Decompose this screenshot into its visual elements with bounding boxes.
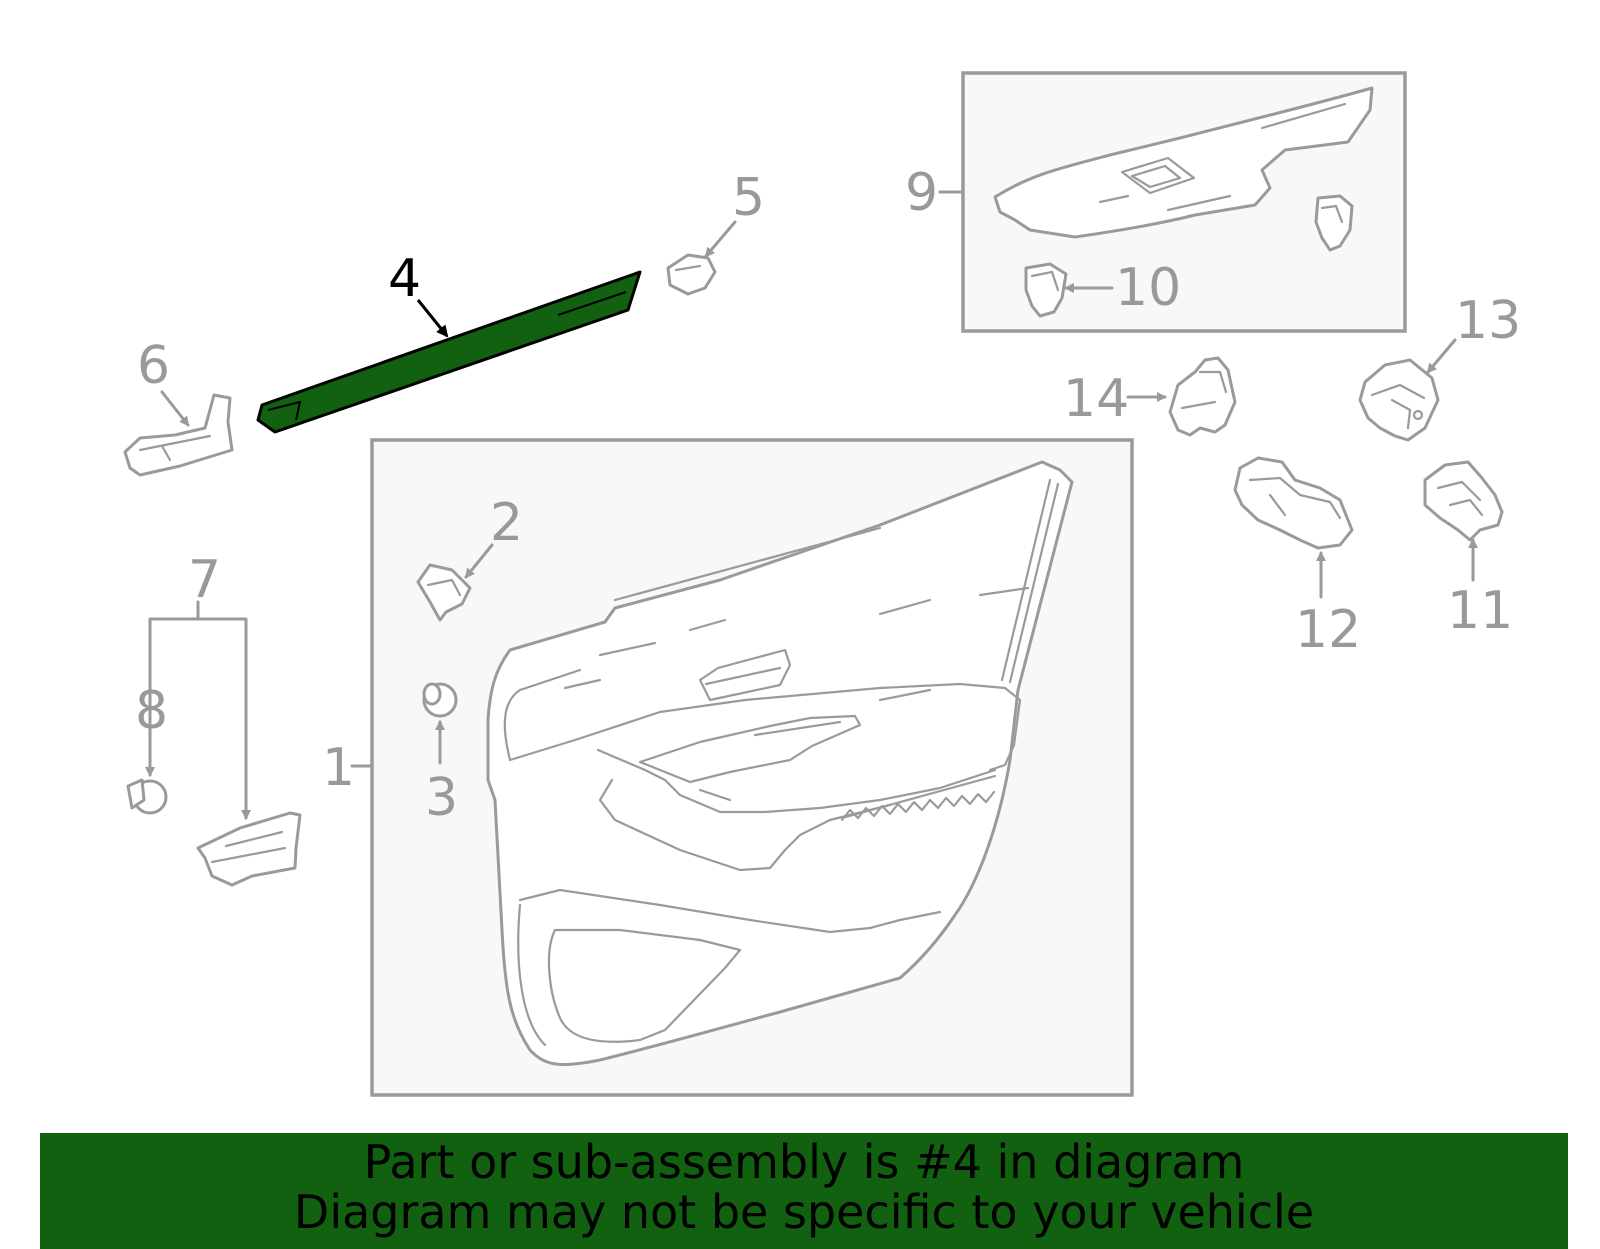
part-1-door-panel[interactable] — [486, 460, 1074, 1067]
part-10-clip[interactable] — [1024, 262, 1114, 318]
callout-2: 2 — [490, 493, 523, 553]
callout-4: 4 — [388, 249, 421, 309]
callout-13: 13 — [1455, 291, 1521, 351]
part-12-switch[interactable] — [1233, 456, 1354, 599]
part-3-push-clip[interactable] — [422, 682, 458, 765]
part-2-clip[interactable] — [416, 543, 494, 622]
part-6-bracket[interactable] — [123, 390, 234, 477]
banner-line-1: Part or sub-assembly is #4 in diagram — [363, 1135, 1245, 1189]
info-banner: Part or sub-assembly is #4 in diagram Di… — [40, 1133, 1568, 1249]
part-11-switch[interactable] — [1423, 460, 1504, 582]
part-7-bracket-lines — [145, 600, 251, 820]
callout-7: 7 — [188, 550, 221, 610]
part-5-clip[interactable] — [666, 220, 737, 296]
part-9-armrest-base[interactable] — [993, 86, 1374, 239]
callout-14: 14 — [1063, 369, 1129, 429]
callout-5: 5 — [732, 168, 765, 228]
callout-1: 1 — [322, 738, 355, 798]
callout-10: 10 — [1115, 258, 1181, 318]
part-7-bracket[interactable] — [196, 811, 302, 887]
part-4-molding-highlighted[interactable] — [256, 270, 642, 434]
part-9-clip-right[interactable] — [1314, 194, 1354, 252]
callout-8: 8 — [135, 681, 168, 741]
callout-11: 11 — [1447, 581, 1513, 641]
callout-3: 3 — [425, 768, 458, 828]
callout-12: 12 — [1295, 600, 1361, 660]
part-13-switch[interactable] — [1358, 338, 1457, 442]
banner-line-2: Diagram may not be specific to your vehi… — [293, 1185, 1315, 1239]
part-14-switch[interactable] — [1126, 356, 1237, 437]
callout-9: 9 — [905, 163, 938, 223]
callout-6: 6 — [137, 336, 170, 396]
part-8-push-clip[interactable] — [126, 778, 168, 815]
